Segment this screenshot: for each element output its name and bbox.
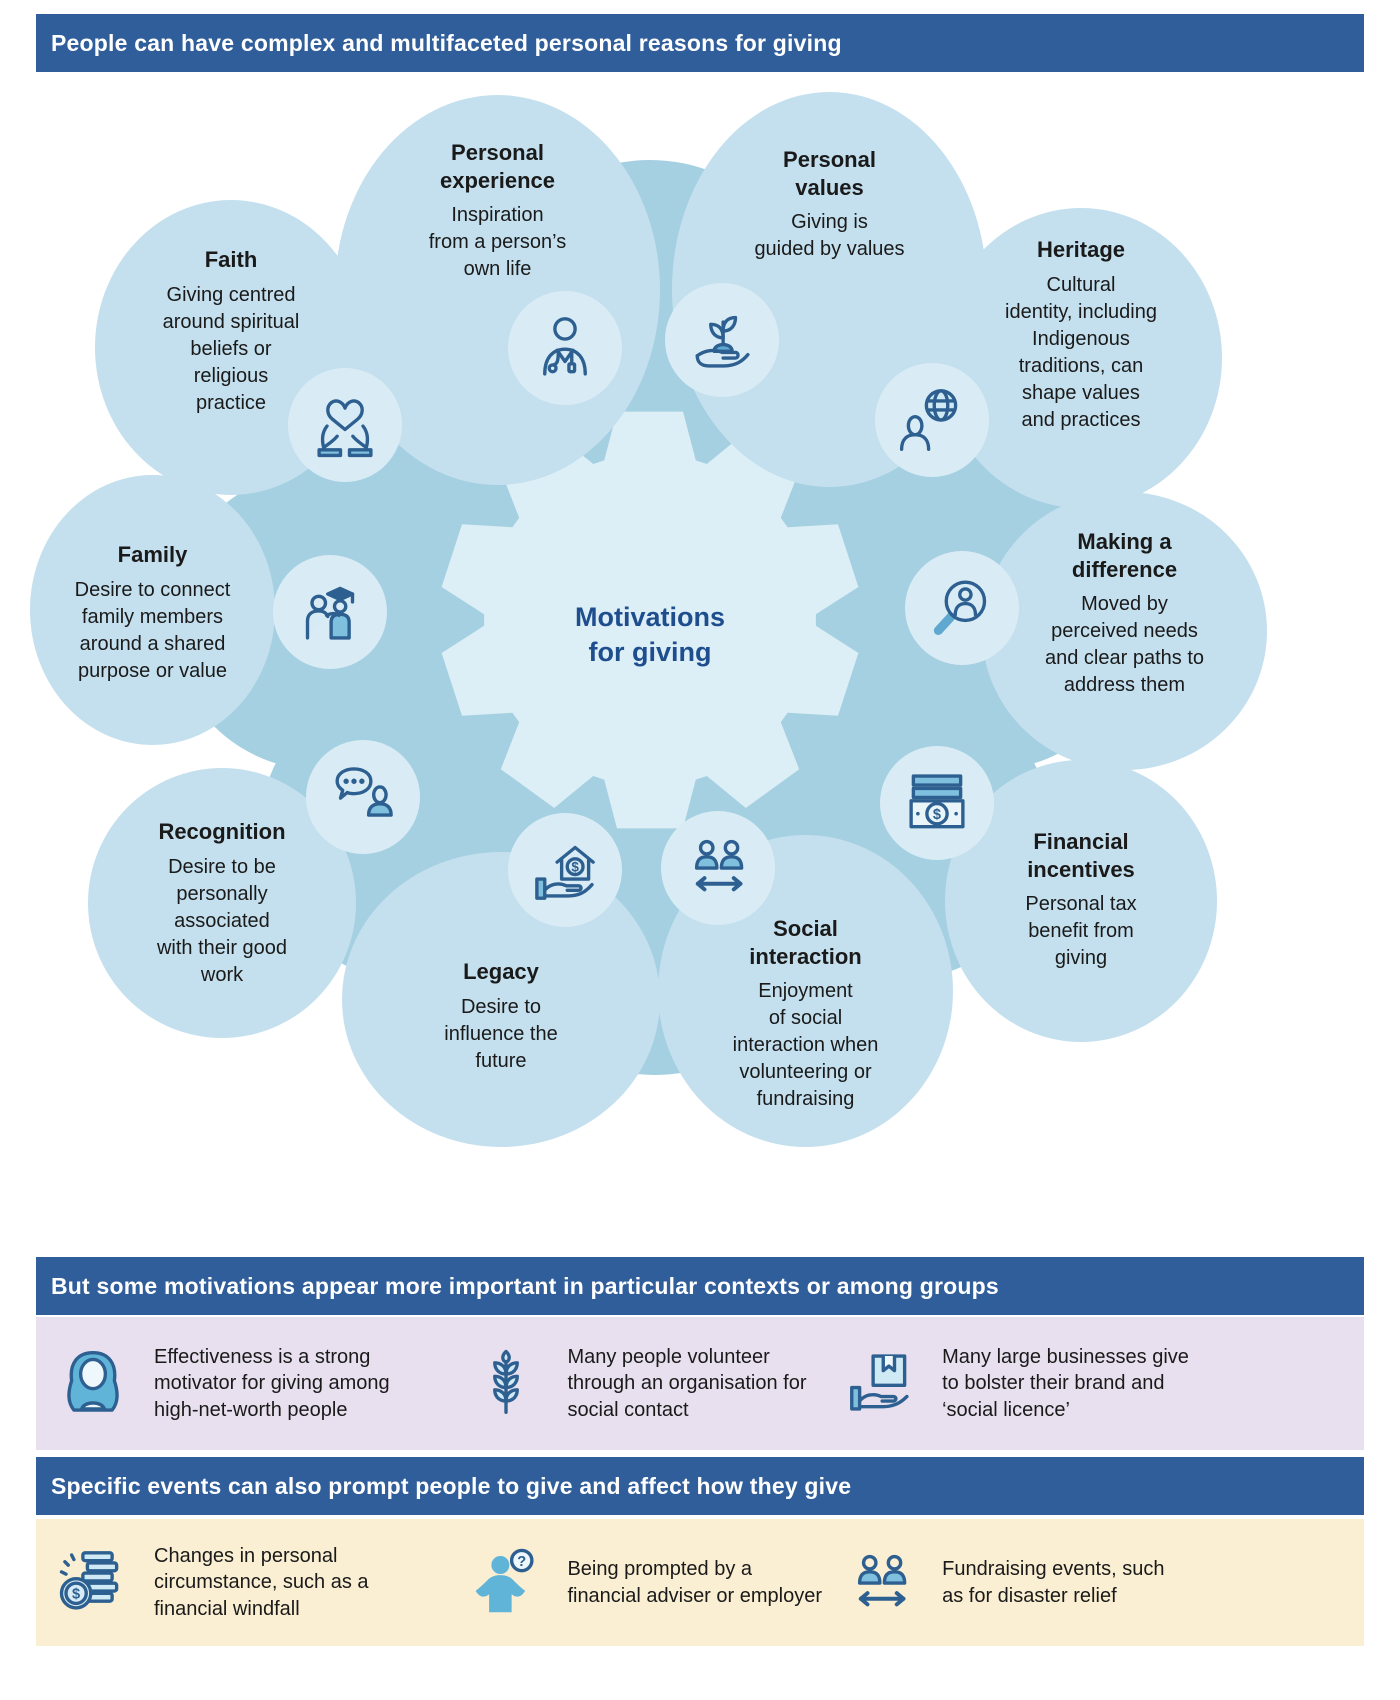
motivation-title: Personal values <box>783 147 876 200</box>
motivation-desc: Cultural identity, including Indigenous … <box>1005 273 1157 431</box>
motivation-family: Family Desire to connect family members … <box>30 475 275 745</box>
motivation-desc: Desire to be personally associated with … <box>156 855 288 986</box>
context-item: Effectiveness is a strong motivator for … <box>54 1344 467 1423</box>
event-text: Changes in personal circumstance, such a… <box>154 1544 369 1620</box>
motivation-faith: Faith Giving centred around spiritual be… <box>95 200 367 495</box>
motivation-title: Personal experience <box>440 140 555 193</box>
context-item: Many large businesses give to bolster th… <box>842 1344 1346 1423</box>
motivation-title: Making a difference <box>1071 529 1178 582</box>
motivation-title: Family <box>117 542 188 567</box>
contexts-banner: But some motivations appear more importa… <box>36 1257 1364 1315</box>
two-people-arrow-icon <box>661 811 775 925</box>
events-band: $ Changes in personal circumstance, such… <box>36 1519 1364 1646</box>
family-graduate-icon <box>273 555 387 669</box>
gear-icon <box>441 411 859 829</box>
context-text: Effectiveness is a strong motivator for … <box>154 1345 390 1421</box>
house-dollar-hand-icon: $ <box>508 813 622 927</box>
motivation-title: Financial incentives <box>1027 829 1135 882</box>
svg-text:$: $ <box>72 1587 80 1603</box>
header-title: People can have complex and multifaceted… <box>51 29 842 56</box>
motivation-desc: Personal tax benefit from giving <box>1025 893 1137 969</box>
events-banner: Specific events can also prompt people t… <box>36 1457 1364 1515</box>
motivation-desc: Desire to influence the future <box>444 995 558 1072</box>
doctor-icon <box>508 291 622 405</box>
svg-text:$: $ <box>571 860 579 875</box>
person-question-icon: ? <box>467 1547 545 1619</box>
event-item: Fundraising events, such as for disaster… <box>842 1547 1346 1619</box>
context-text: Many people volunteer through an organis… <box>567 1345 807 1421</box>
motivation-heritage: Heritage Cultural identity, including In… <box>940 208 1222 508</box>
contexts-title: But some motivations appear more importa… <box>51 1272 999 1299</box>
motivation-title: Social interaction <box>749 916 862 969</box>
header-banner: People can have complex and multifaceted… <box>36 14 1364 72</box>
person-globe-icon <box>875 363 989 477</box>
event-text: Fundraising events, such as for disaster… <box>942 1558 1165 1607</box>
motivation-desc: Inspiration from a person’s own life <box>428 204 567 280</box>
motivation-making-a-difference: Making a difference Moved by perceived n… <box>982 492 1267 770</box>
motivation-desc: Desire to connect family members around … <box>74 578 231 682</box>
svg-text:$: $ <box>933 807 941 823</box>
motivation-desc: Giving is guided by values <box>754 211 905 260</box>
motivation-title: Faith <box>204 247 258 272</box>
box-in-hand-icon <box>842 1347 920 1419</box>
coins-dollar-icon: $ <box>54 1546 132 1618</box>
context-text: Many large businesses give to bolster th… <box>942 1345 1189 1421</box>
context-item: Many people volunteer through an organis… <box>467 1344 842 1423</box>
hands-heart-icon <box>288 368 402 482</box>
event-item: $ Changes in personal circumstance, such… <box>54 1543 467 1622</box>
motivation-title: Legacy <box>463 959 539 984</box>
motivation-desc: Enjoyment of social interaction when vol… <box>732 980 879 1110</box>
event-item: ? Being prompted by a financial adviser … <box>467 1547 842 1619</box>
motivation-desc: Moved by perceived needs and clear paths… <box>1045 593 1204 696</box>
motivation-title: Heritage <box>1036 237 1126 262</box>
speech-person-icon <box>306 740 420 854</box>
wheat-icon <box>467 1347 545 1419</box>
two-people-arrow-icon <box>842 1547 920 1619</box>
motivation-title: Recognition <box>158 819 286 844</box>
woman-icon <box>54 1347 132 1419</box>
center-label: Motivations for giving <box>574 602 725 668</box>
events-title: Specific events can also prompt people t… <box>51 1472 852 1499</box>
motivation-desc: Giving centred around spiritual beliefs … <box>162 283 300 414</box>
event-text: Being prompted by a financial adviser or… <box>567 1558 822 1607</box>
magnifier-person-icon <box>905 551 1019 665</box>
svg-text:?: ? <box>518 1554 527 1570</box>
money-bills-icon: $ <box>880 746 994 860</box>
contexts-band: Effectiveness is a strong motivator for … <box>36 1317 1364 1450</box>
plant-in-hand-icon <box>665 283 779 397</box>
